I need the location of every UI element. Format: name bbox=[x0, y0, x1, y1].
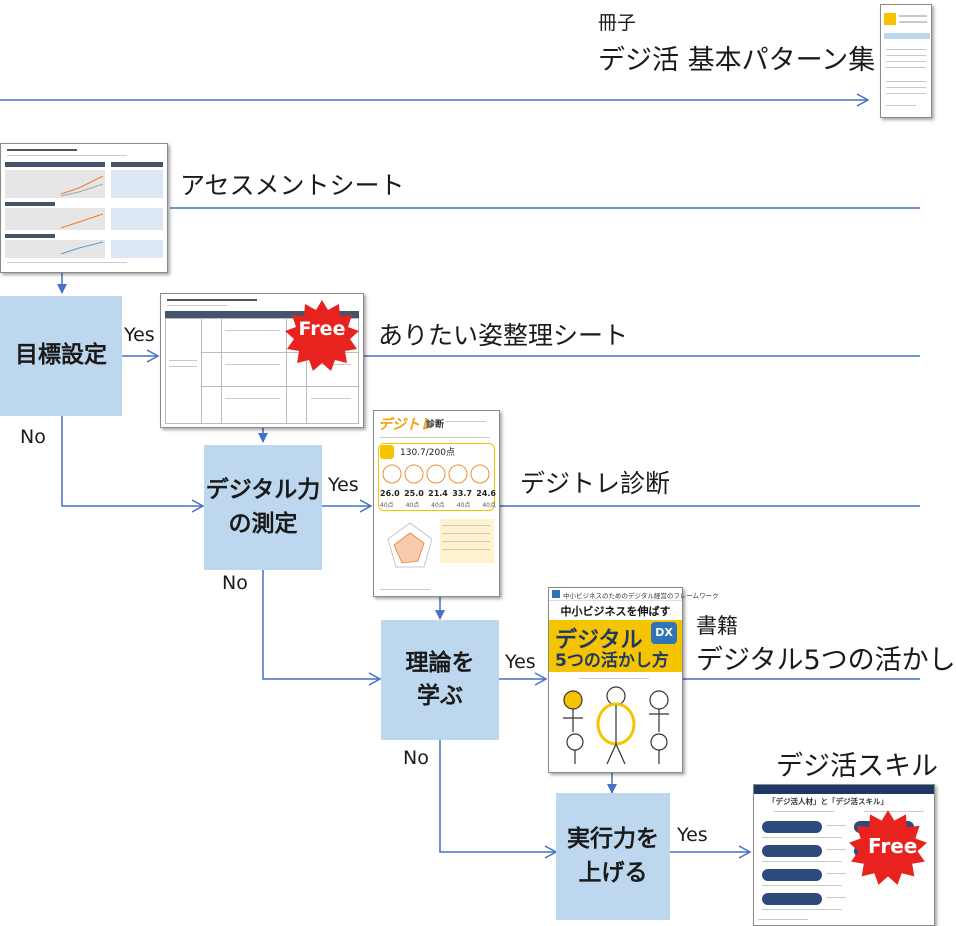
label-goal-no: No bbox=[20, 426, 46, 448]
subscore-4: 33.7 bbox=[452, 489, 472, 498]
book-cover-thumbnail[interactable]: 中小ビジネスのためのデジタル経営のフレームワーク 中小ビジネスを伸ばす デジタル… bbox=[548, 587, 719, 773]
digitore-title: デジトレ診断 bbox=[520, 469, 671, 498]
assessment-mini-charts bbox=[60, 175, 104, 255]
subscore-2: 25.0 bbox=[404, 489, 424, 498]
digitore-thumbnail[interactable]: デジトレ 診断 130.7/200点 26.0 25.0 21.4 33.7 2… bbox=[373, 410, 500, 597]
subscore-3: 21.4 bbox=[428, 489, 448, 498]
assessment-thumbnail[interactable] bbox=[0, 143, 168, 273]
book-series: 中小ビジネスのためのデジタル経営のフレームワーク bbox=[563, 592, 719, 600]
book-dx-badge: DX bbox=[651, 622, 677, 644]
step-improve-execution[interactable]: 実行力を 上げる bbox=[556, 793, 670, 920]
label-goal-yes: Yes bbox=[124, 324, 155, 346]
book-headline: 中小ビジネスを伸ばす bbox=[560, 605, 671, 618]
label-execute-yes: Yes bbox=[677, 824, 708, 846]
arrow-measure-no bbox=[262, 570, 382, 686]
free-badge-ideal-label: Free bbox=[298, 318, 346, 340]
free-badge-ideal-sheet bbox=[285, 300, 359, 371]
free-badge-skills bbox=[849, 810, 927, 885]
skills-title: デジ活スキル bbox=[776, 751, 938, 782]
book-title: デジタル5つの活かし bbox=[696, 645, 956, 676]
skills-doc-title: 「デジ活人材」と「デジ活スキル」 bbox=[768, 797, 888, 806]
book-illustration bbox=[563, 686, 669, 765]
flow-arrows bbox=[0, 93, 920, 859]
subscore-5: 24.6 bbox=[476, 489, 496, 498]
step-digital-measure[interactable]: デジタル力 の測定 bbox=[204, 445, 322, 570]
label-measure-yes: Yes bbox=[328, 474, 359, 496]
subscore-1: 26.0 bbox=[380, 489, 400, 498]
free-badge-skills-label: Free bbox=[868, 834, 918, 858]
arrow-learn-no bbox=[439, 740, 558, 859]
digitore-score: 130.7/200点 bbox=[400, 448, 455, 458]
booklet-title: デジ活 基本パターン集 bbox=[598, 45, 876, 76]
digitore-figures bbox=[382, 464, 490, 484]
label-measure-no: No bbox=[222, 572, 248, 594]
arrow-goal-no bbox=[61, 416, 205, 513]
book-cover-title-2: 5つの活かし方 bbox=[555, 651, 669, 671]
booklet-thumbnail[interactable] bbox=[880, 4, 932, 118]
step-goal-setting[interactable]: 目標設定 bbox=[0, 296, 122, 416]
digitore-brand: デジトレ bbox=[378, 417, 434, 433]
label-learn-yes: Yes bbox=[505, 651, 536, 673]
digitore-suffix: 診断 bbox=[426, 420, 445, 430]
digitore-max-points: 40点 40点 40点 40点 40点 bbox=[380, 502, 496, 509]
digitore-subscores: 26.0 25.0 21.4 33.7 24.6 bbox=[380, 489, 496, 498]
digitore-radar bbox=[387, 522, 433, 568]
booklet-kind: 冊子 bbox=[598, 12, 637, 34]
ideal-sheet-title: ありたい姿整理シート bbox=[378, 321, 629, 350]
step-learn-theory[interactable]: 理論を 学ぶ bbox=[381, 620, 499, 740]
label-learn-no: No bbox=[403, 747, 429, 769]
assessment-title: アセスメントシート bbox=[180, 171, 405, 200]
book-cover-title-1: デジタル bbox=[555, 628, 643, 653]
book-kind: 書籍 bbox=[696, 614, 738, 638]
